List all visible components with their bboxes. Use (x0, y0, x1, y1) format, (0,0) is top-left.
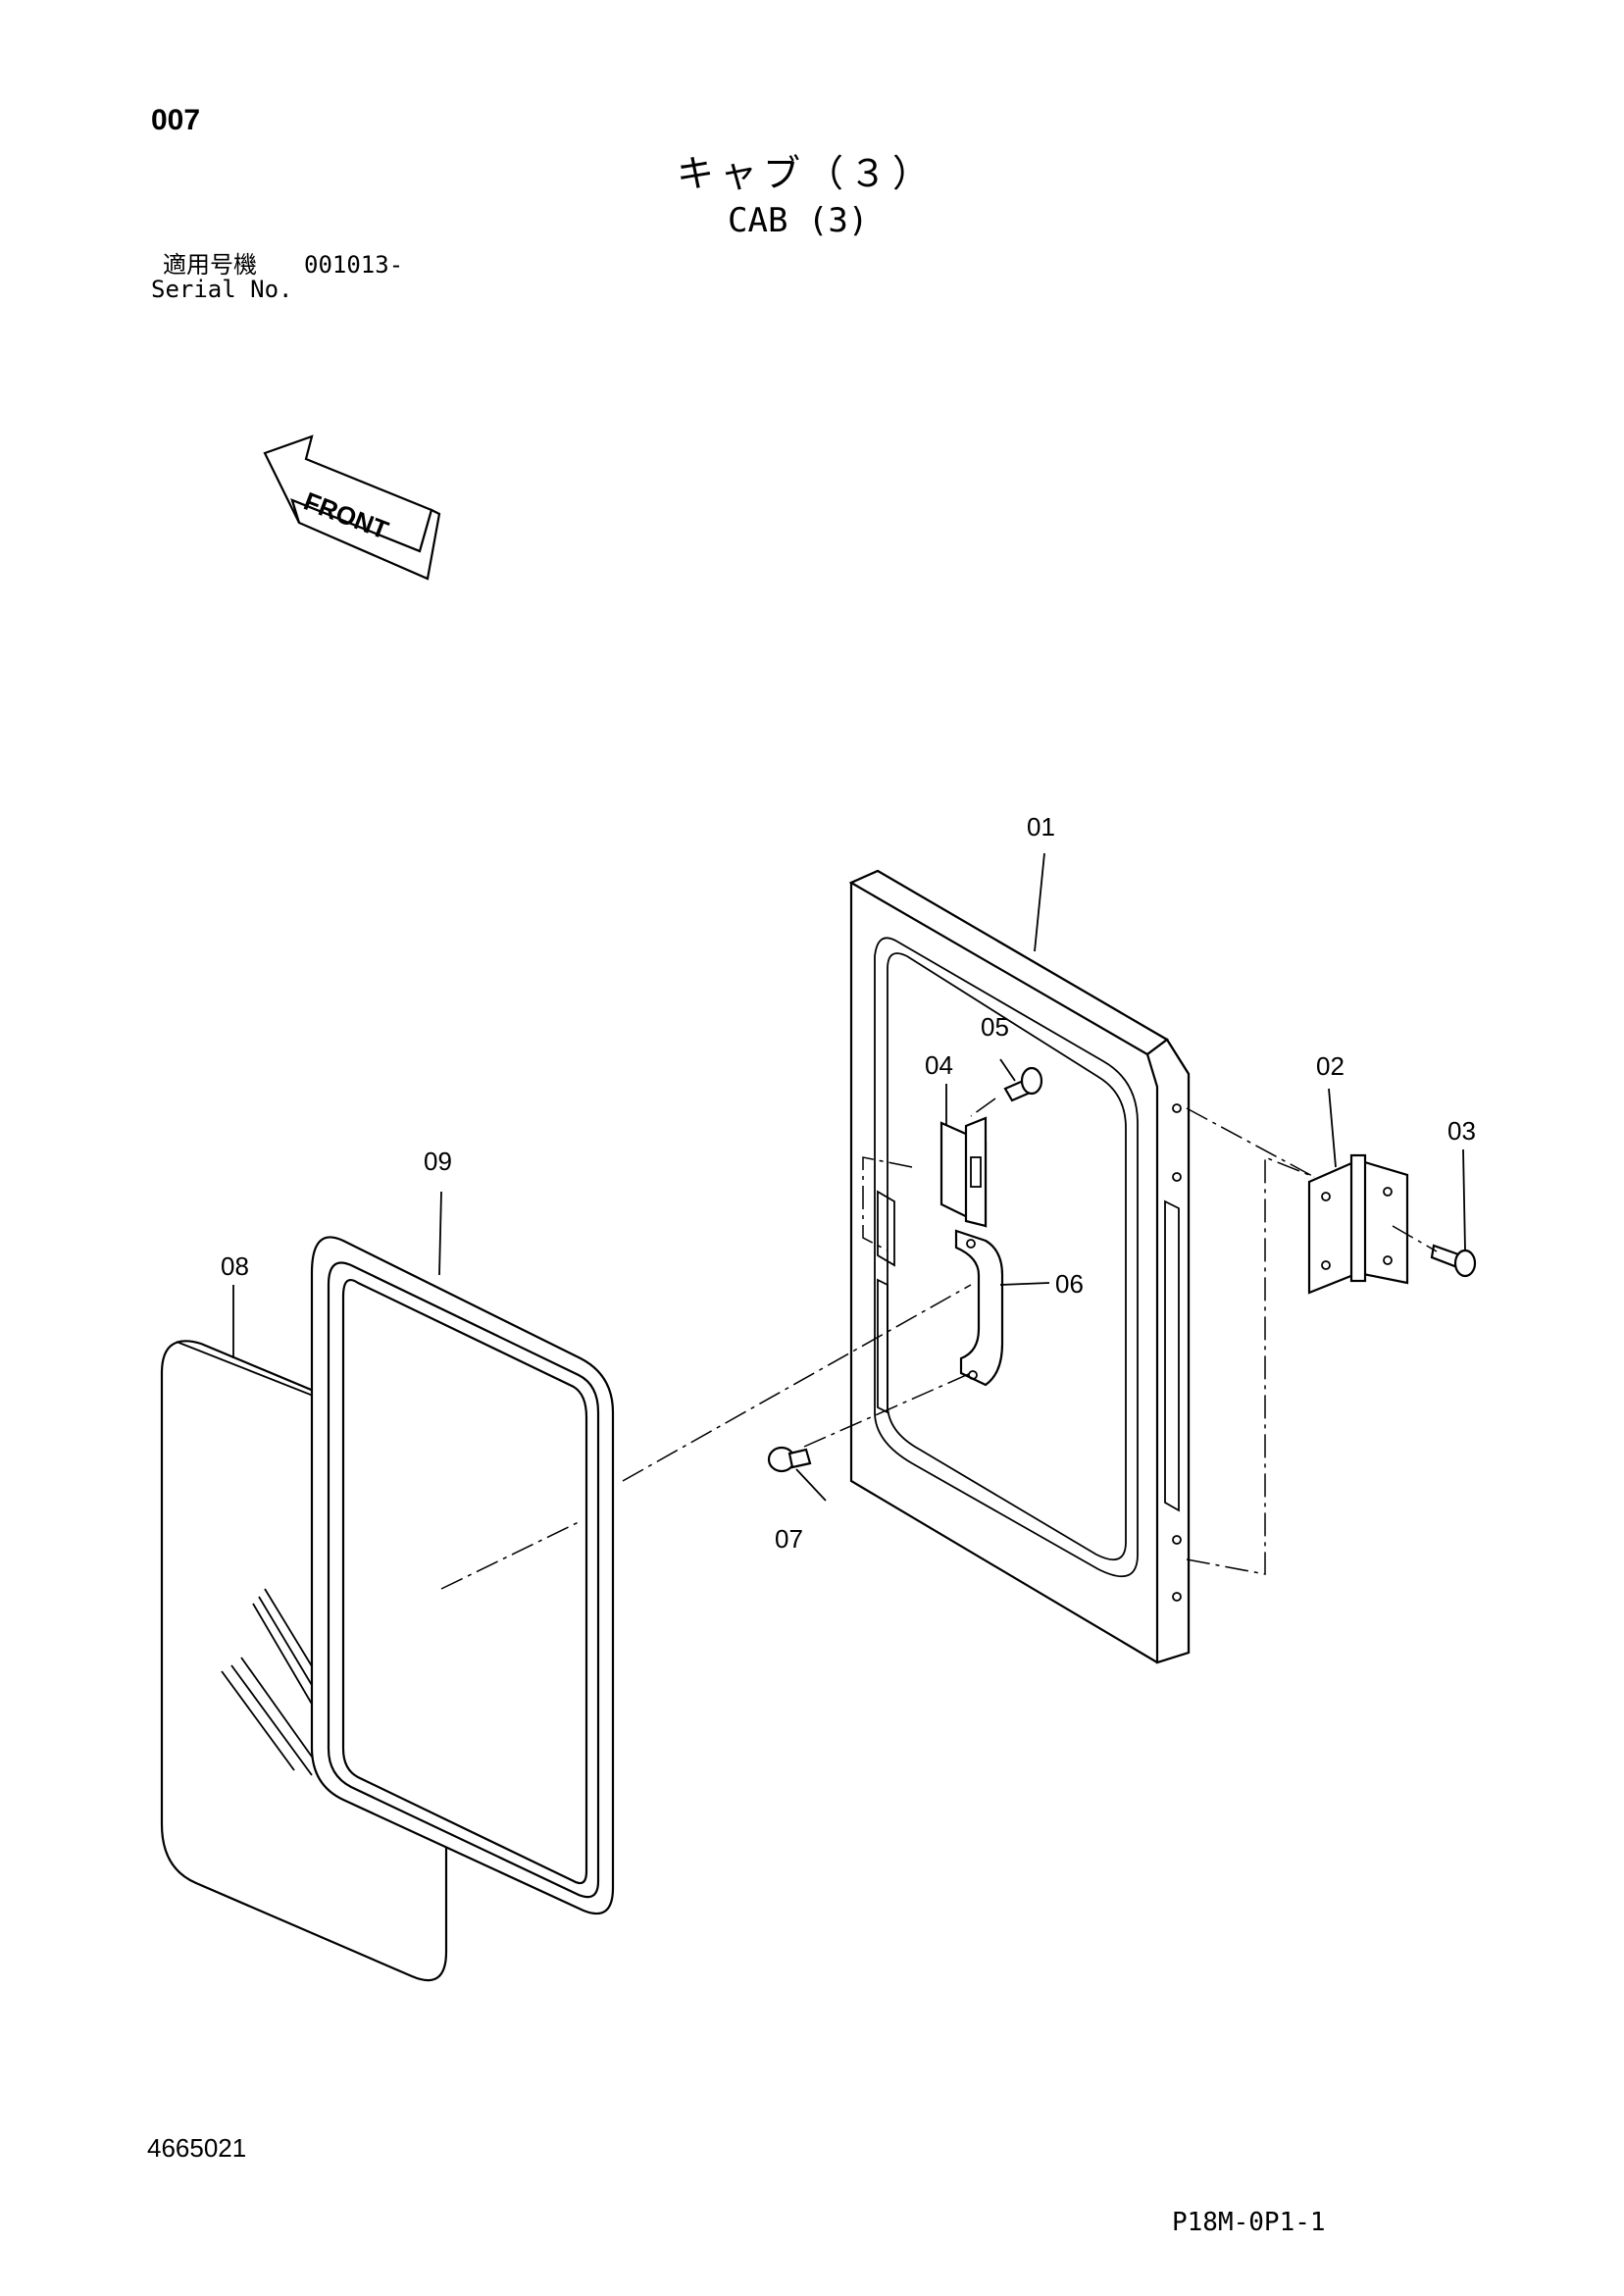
callout-07: 07 (775, 1524, 803, 1554)
page-title-japanese: キャブ（３） (677, 152, 937, 195)
callout-08: 08 (221, 1251, 249, 1281)
handle-bolt-07 (767, 1446, 812, 1473)
door-frame-01 (848, 869, 1191, 1664)
weatherstrip-09 (310, 1236, 615, 1915)
hinge-02 (1307, 1153, 1409, 1295)
drawing-code: P18M-0P1-1 (1172, 2208, 1326, 2237)
document-number: 4665021 (147, 2133, 247, 2163)
hinge-bolt-03 (1430, 1244, 1477, 1278)
callout-01: 01 (1027, 812, 1055, 842)
callout-03: 03 (1447, 1116, 1476, 1146)
handle-06 (954, 1229, 1004, 1387)
serial-label-japanese: 適用号機 (163, 251, 257, 279)
callout-02: 02 (1316, 1051, 1345, 1081)
serial-range: 001013- (304, 251, 404, 279)
callout-04: 04 (925, 1050, 953, 1080)
latch-bolt-05 (1003, 1066, 1043, 1102)
serial-label-english: Serial No. (151, 276, 293, 303)
callout-05: 05 (981, 1012, 1009, 1042)
page-title-english: CAB (3) (728, 201, 869, 240)
page-number: 007 (151, 104, 201, 136)
front-arrow-icon: FRONT (263, 434, 441, 581)
callout-09: 09 (424, 1147, 452, 1176)
latch-04 (939, 1116, 988, 1228)
callout-06: 06 (1055, 1269, 1084, 1299)
